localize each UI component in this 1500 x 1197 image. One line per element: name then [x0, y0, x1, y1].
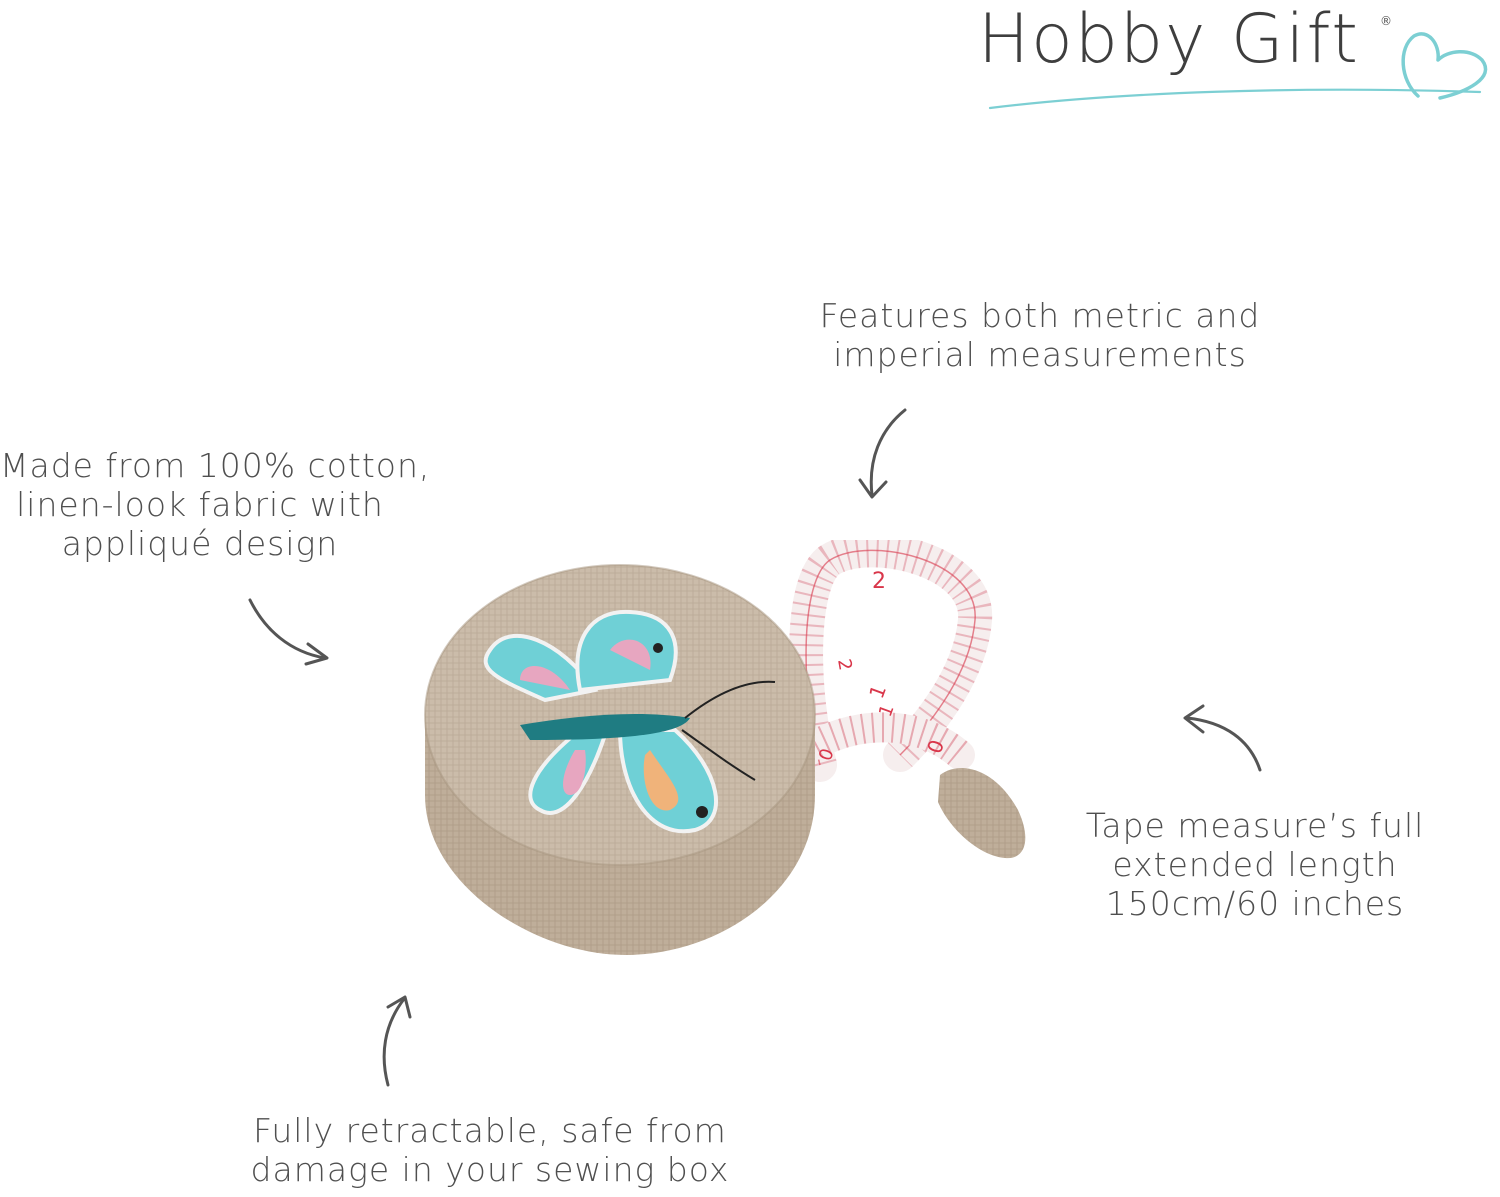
- annotation-metric-line-2: imperial measurements: [833, 335, 1247, 374]
- registered-mark: ®: [1380, 14, 1392, 28]
- annotation-fabric: Made from 100% cotton, linen-look fabric…: [0, 446, 431, 563]
- tape-number: 1: [864, 682, 891, 702]
- curved-arrow-icon: [248, 598, 329, 666]
- annotation-fabric-line-2: linen-look fabric with: [16, 485, 384, 524]
- annotation-fabric-line-3: appliqué design: [61, 524, 339, 563]
- tape-end-tab: [938, 768, 1026, 859]
- measuring-tape: 2 1 0 2 1 0: [789, 540, 1026, 859]
- annotation-fabric-line-1: Made from 100% cotton,: [0, 446, 431, 485]
- butterfly-applique: [483, 609, 776, 834]
- annotation-metric: Features both metric and imperial measur…: [780, 296, 1300, 374]
- brand-name: Hobby Gift: [978, 0, 1360, 79]
- annotation-retractable-line-2: damage in your sewing box: [250, 1150, 730, 1189]
- curved-arrow-icon: [858, 408, 907, 499]
- annotation-retractable-line-1: Fully retractable, safe from: [253, 1111, 727, 1150]
- annotation-length: Tape measure’s full extended length 150c…: [1080, 806, 1430, 923]
- tape-number: 2: [833, 657, 856, 672]
- annotation-metric-line-1: Features both metric and: [819, 296, 1261, 335]
- tape-number: 2: [872, 569, 886, 594]
- tape-measure-illustration: 2 1 0 2 1 0: [424, 540, 1026, 955]
- annotation-length-line-2: extended length: [1112, 845, 1398, 884]
- annotation-length-line-1: Tape measure’s full: [1085, 806, 1425, 845]
- annotation-length-line-3: 150cm/60 inches: [1105, 884, 1405, 923]
- annotation-retractable: Fully retractable, safe from damage in y…: [240, 1111, 740, 1189]
- curved-arrow-icon: [382, 995, 412, 1087]
- brand-logo: Hobby Gift ®: [970, 0, 1500, 140]
- curved-arrow-icon: [1183, 704, 1262, 772]
- heart-swoosh-icon: [988, 32, 1488, 110]
